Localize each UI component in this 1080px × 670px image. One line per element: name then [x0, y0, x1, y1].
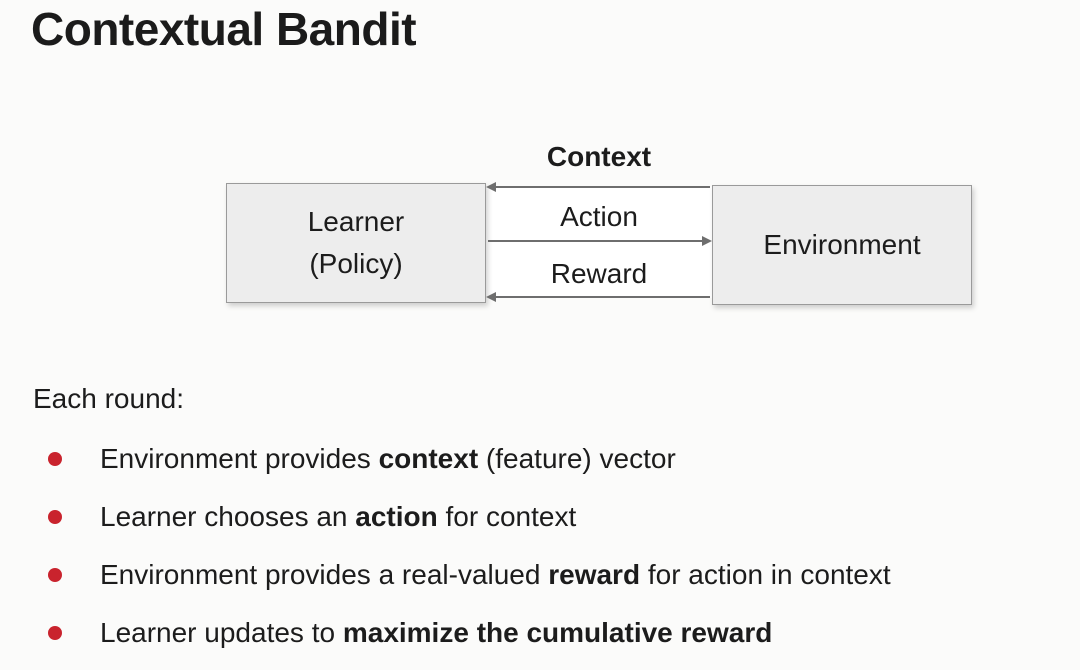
bullet-text-bold: reward: [548, 559, 641, 590]
list-item: Environment provides context (feature) v…: [0, 441, 1080, 477]
bullet-text: Environment provides context (feature) v…: [100, 443, 676, 475]
bullet-icon: [48, 568, 62, 582]
bullet-text-post: for action in context: [640, 559, 891, 590]
bullet-text-post: (feature) vector: [478, 443, 676, 474]
reward-label: Reward: [550, 258, 648, 289]
learner-box: Learner (Policy): [226, 183, 486, 303]
bullet-text-pre: Environment provides: [100, 443, 379, 474]
list-item: Learner chooses an action for context: [0, 499, 1080, 535]
bullet-text-pre: Environment provides a real-valued: [100, 559, 549, 590]
action-label: Action: [560, 201, 638, 232]
list-item: Environment provides a real-valued rewar…: [0, 557, 1080, 593]
page-title: Contextual Bandit: [31, 3, 417, 55]
bullet-text-post: for context: [437, 501, 577, 532]
bullet-text-bold: context: [378, 443, 479, 474]
context-label: Context: [546, 141, 652, 172]
environment-box: Environment: [712, 185, 972, 305]
bullet-icon: [48, 626, 62, 640]
bullet-text-pre: Learner updates to: [100, 617, 343, 648]
bullet-text: Learner updates to maximize the cumulati…: [100, 617, 772, 649]
bullet-icon: [48, 452, 62, 466]
reward-arrow-left-icon: [486, 292, 710, 302]
bullet-text: Learner chooses an action for context: [100, 501, 576, 533]
bullet-icon: [48, 510, 62, 524]
each-round-heading: Each round:: [33, 383, 184, 414]
learner-label-line2: (Policy): [309, 248, 403, 279]
bullet-text-bold: maximize the cumulative reward: [342, 617, 773, 648]
context-arrow-left-icon: [486, 182, 710, 192]
bullet-list: Environment provides context (feature) v…: [0, 441, 1080, 651]
bullet-text-bold: action: [355, 501, 438, 532]
message-channel: [486, 187, 712, 298]
environment-label: Environment: [763, 229, 921, 260]
bullet-text-pre: Learner chooses an: [100, 501, 356, 532]
learner-label-line1: Learner: [307, 206, 405, 237]
list-item: Learner updates to maximize the cumulati…: [0, 615, 1080, 651]
bullet-text: Environment provides a real-valued rewar…: [100, 559, 891, 591]
action-arrow-right-icon: [488, 236, 712, 246]
